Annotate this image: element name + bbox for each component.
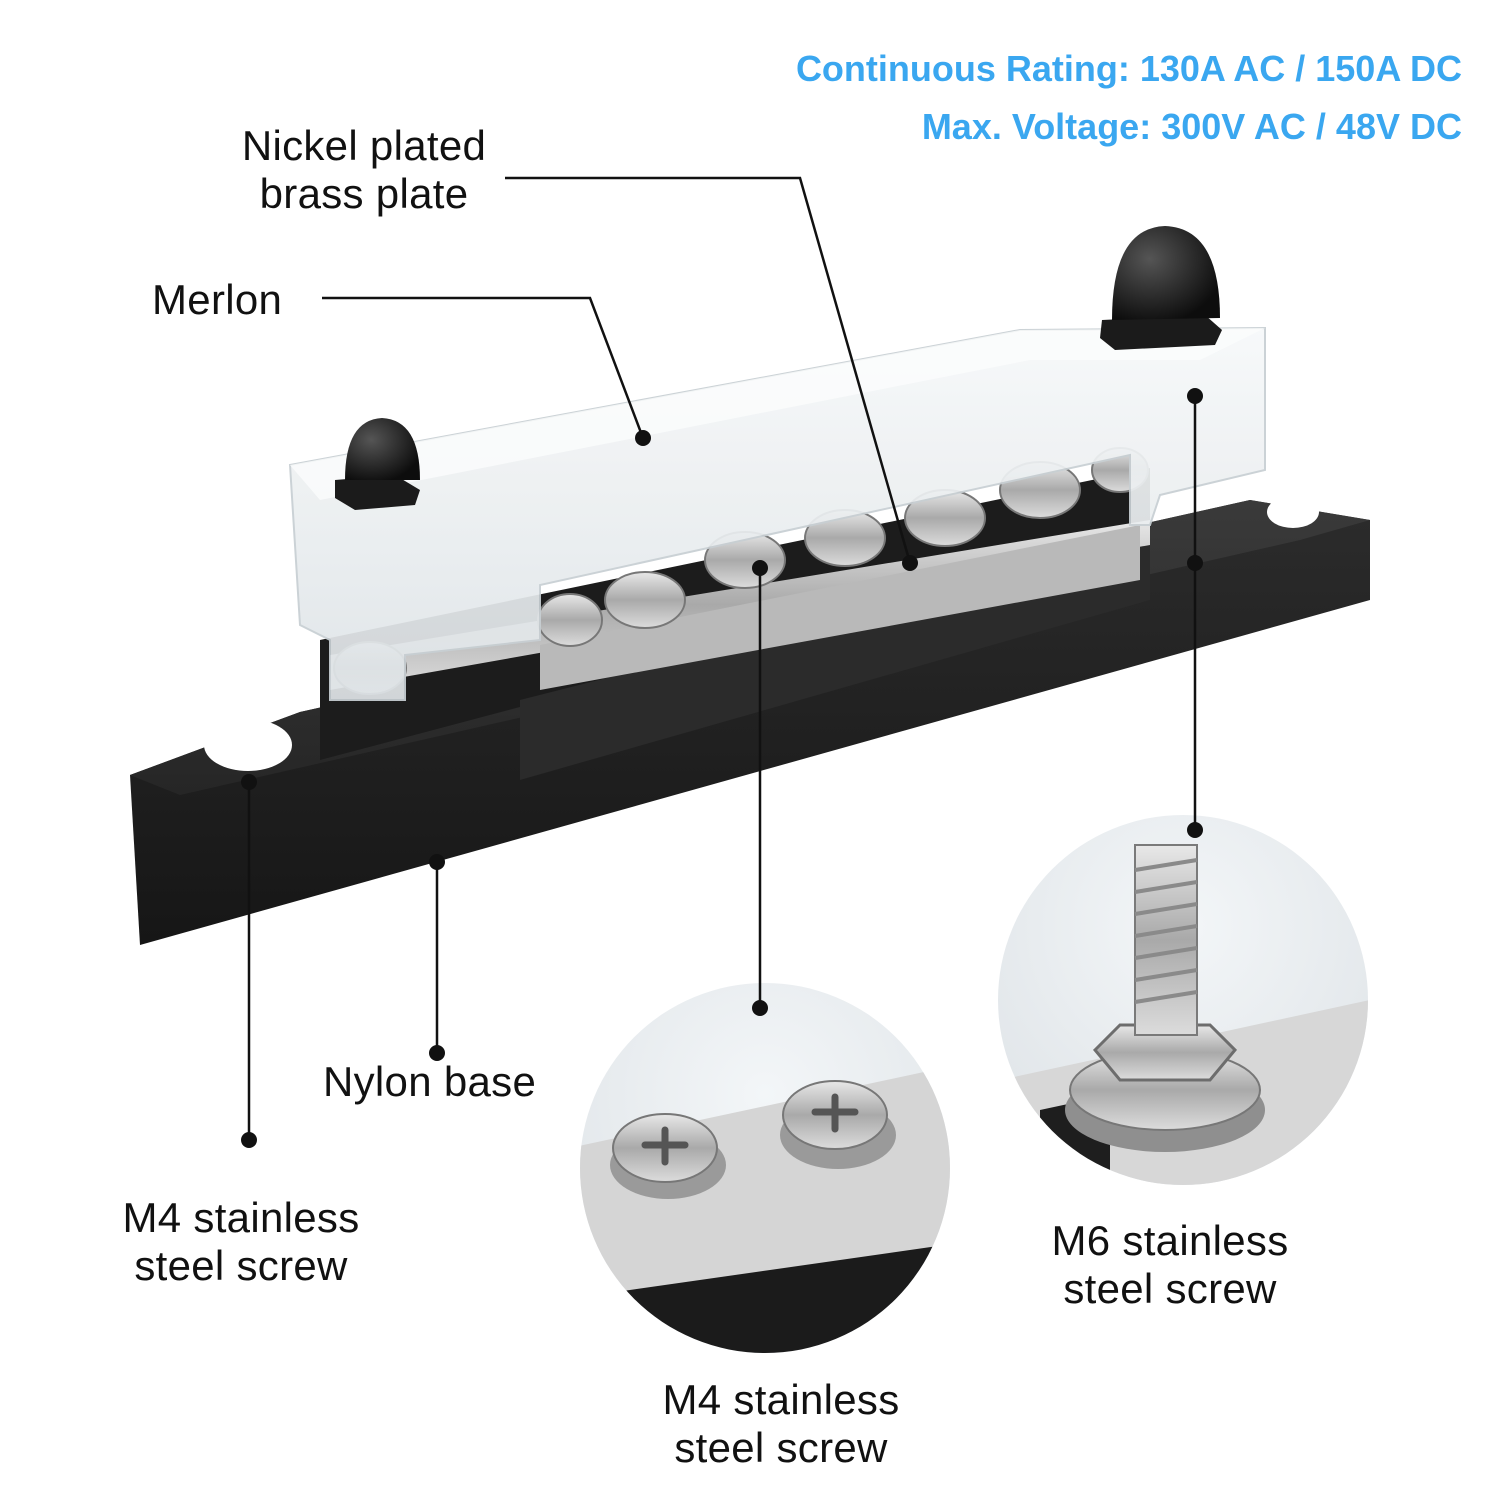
label-m4-mid: M4 stainless steel screw bbox=[636, 1376, 926, 1472]
label-nickel-plate: Nickel plated brass plate bbox=[224, 122, 504, 218]
merlon-cover-shape bbox=[288, 326, 1266, 701]
spec-continuous-rating: Continuous Rating: 130A AC / 150A DC bbox=[795, 48, 1462, 89]
inset-m4-screws bbox=[580, 983, 950, 1353]
spec-max-voltage: Max. Voltage: 300V AC / 48V DC bbox=[921, 106, 1462, 147]
label-m4-mid-line1: M4 stainless bbox=[662, 1376, 900, 1423]
label-m6-line1: M6 stainless bbox=[1051, 1217, 1289, 1264]
label-merlon: Merlon bbox=[152, 276, 283, 323]
label-nickel-line2: brass plate bbox=[259, 170, 469, 217]
leader-nickel-plate bbox=[505, 176, 912, 564]
brass-plate-shape bbox=[330, 447, 1150, 695]
label-m4-left-line1: M4 stainless bbox=[122, 1194, 360, 1241]
leader-merlon bbox=[322, 296, 645, 439]
right-stud bbox=[1100, 226, 1222, 350]
label-nylon-base: Nylon base bbox=[323, 1058, 537, 1105]
label-m4-mid-line2: steel screw bbox=[674, 1424, 888, 1471]
leader-dots bbox=[241, 388, 1203, 1148]
label-m6: M6 stainless steel screw bbox=[1025, 1217, 1315, 1313]
label-m4-left-line2: steel screw bbox=[134, 1242, 348, 1289]
label-m6-line2: steel screw bbox=[1063, 1265, 1277, 1312]
label-nickel-line1: Nickel plated bbox=[241, 122, 487, 169]
left-stud bbox=[335, 418, 420, 510]
inset-m6-bolt bbox=[998, 815, 1368, 1185]
label-m4-left: M4 stainless steel screw bbox=[96, 1194, 386, 1290]
leader-lines bbox=[247, 176, 1197, 1140]
